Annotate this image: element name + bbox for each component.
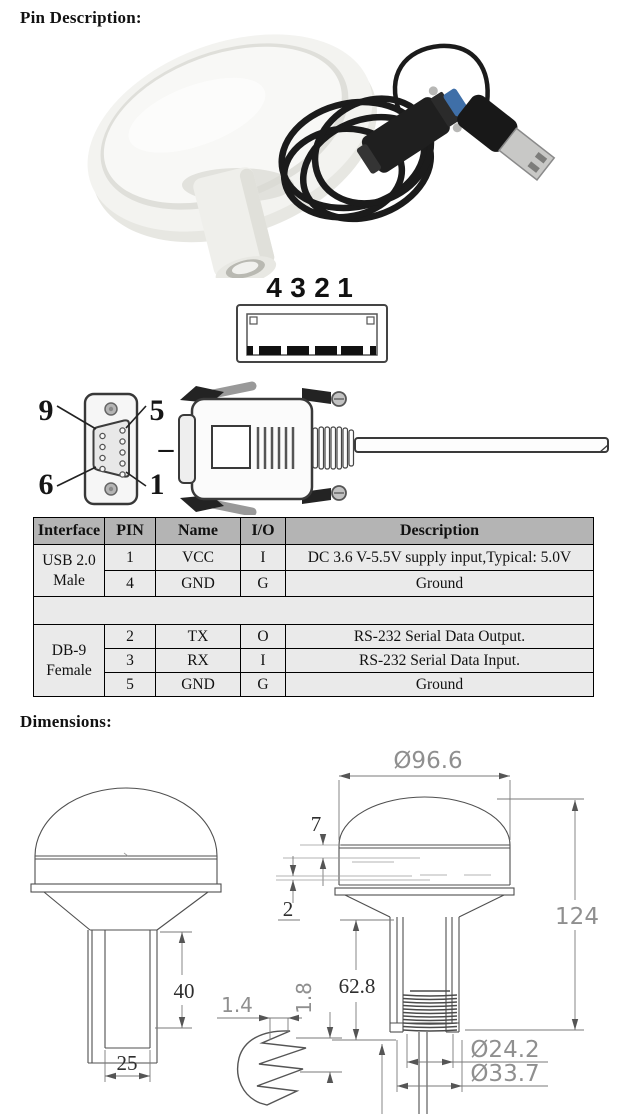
interface-db9-cell: DB-9 Female bbox=[33, 624, 105, 697]
name-cell: GND bbox=[155, 570, 241, 597]
dim-thread-diameter-label: Ø24.2 bbox=[470, 1037, 539, 1063]
pin-cell: 3 bbox=[104, 648, 156, 673]
usb-pin-3-label: 3 bbox=[290, 272, 306, 303]
usb-pin-1-label: 1 bbox=[337, 272, 353, 303]
pin-cell: 4 bbox=[104, 570, 156, 597]
description-cell: RS-232 Serial Data Input. bbox=[285, 648, 594, 673]
dim-total-height-label: 124 bbox=[555, 904, 599, 930]
db9-grip-slats bbox=[256, 427, 295, 469]
col-header-description: Description bbox=[285, 517, 594, 545]
table-separator-row bbox=[33, 596, 594, 625]
dim-band-offset-label: 7 bbox=[311, 812, 322, 836]
dimensions-heading: Dimensions: bbox=[20, 712, 112, 731]
table-row: USB 2.0 Male 1 VCC I DC 3.6 V-5.5V suppl… bbox=[33, 544, 594, 597]
db9-pin6-label: 6 bbox=[39, 468, 54, 501]
name-cell: TX bbox=[155, 624, 241, 649]
db9-connector-photo bbox=[356, 86, 468, 174]
io-cell: G bbox=[240, 672, 286, 697]
name-cell: RX bbox=[155, 648, 241, 673]
col-header-name: Name bbox=[155, 517, 241, 545]
usb-receptacle-outline bbox=[236, 304, 388, 363]
pin-cell: 2 bbox=[104, 624, 156, 649]
table-row: DB-9 Female 2 TX O RS-232 Serial Data Ou… bbox=[33, 624, 594, 697]
col-header-io: I/O bbox=[240, 517, 286, 545]
table-header-row: Interface PIN Name I/O Description bbox=[33, 517, 594, 545]
pin-description-heading: Pin Description: bbox=[20, 8, 142, 27]
db9-pin-holes bbox=[99, 427, 126, 478]
io-cell: I bbox=[240, 648, 286, 673]
table-row: 4 GND G Ground bbox=[34, 570, 594, 597]
usb-pinout-figure: 4 3 2 1 bbox=[236, 272, 388, 363]
io-cell: I bbox=[240, 544, 286, 571]
pin-cell: 5 bbox=[104, 672, 156, 697]
antenna-stem bbox=[193, 167, 277, 278]
description-cell: Ground bbox=[285, 570, 594, 597]
description-cell: DC 3.6 V-5.5V supply input,Typical: 5.0V bbox=[285, 544, 594, 571]
thread-detail: 1.4 1.8 bbox=[217, 982, 342, 1106]
description-cell: RS-232 Serial Data Output. bbox=[285, 624, 594, 649]
name-cell: GND bbox=[155, 672, 241, 697]
col-header-interface: Interface bbox=[33, 517, 105, 545]
name-cell: VCC bbox=[155, 544, 241, 571]
col-header-pin: PIN bbox=[104, 517, 156, 545]
db9-connector-figure: 9 5 6 1 – bbox=[39, 381, 609, 515]
table-row: 5 GND G Ground bbox=[34, 672, 594, 697]
table-row: 3 RX I RS-232 Serial Data Input. bbox=[34, 648, 594, 673]
usb-contact-pads bbox=[247, 346, 376, 355]
cable-strain-relief bbox=[312, 426, 355, 470]
description-cell: Ground bbox=[285, 672, 594, 697]
db9-leader-lines bbox=[56, 405, 147, 487]
dim-lower-height-label: 62.8 bbox=[339, 974, 376, 998]
dim-band-gap-label: 2 bbox=[283, 897, 294, 921]
dim-top-diameter-label: Ø96.6 bbox=[393, 748, 462, 774]
dimensions-drawing: 40 25 1.4 1.8 bbox=[30, 748, 599, 1114]
db9-pin5-label: 5 bbox=[150, 394, 165, 427]
db9-separator-dash: – bbox=[158, 432, 175, 465]
dim-thread-depth-label: 1.8 bbox=[292, 982, 316, 1014]
db9-pin1-label: 1 bbox=[150, 468, 165, 501]
pin-table: Interface PIN Name I/O Description USB 2… bbox=[33, 517, 594, 697]
thread-lines bbox=[402, 990, 458, 1032]
usb-pin-numbers: 4 3 2 1 bbox=[266, 272, 353, 303]
io-cell: G bbox=[240, 570, 286, 597]
product-photo bbox=[87, 34, 556, 278]
dim-thread-pitch-label: 1.4 bbox=[221, 993, 253, 1017]
db9-pin9-label: 9 bbox=[39, 394, 54, 427]
interface-usb-cell: USB 2.0 Male bbox=[33, 544, 105, 597]
separator-cell bbox=[33, 596, 594, 625]
side-view-outline bbox=[30, 787, 222, 1064]
db9-side-view bbox=[178, 381, 609, 515]
dim-stem-height-label: 40 bbox=[174, 979, 195, 1003]
front-view-dimensions: Ø96.6 124 7 2 bbox=[276, 748, 599, 1114]
dim-mount-diameter-label: Ø33.7 bbox=[470, 1061, 539, 1087]
side-view-dimensions: 40 25 bbox=[104, 931, 195, 1082]
io-cell: O bbox=[240, 624, 286, 649]
front-view-outline bbox=[334, 796, 515, 1114]
usb-plug-photo bbox=[457, 94, 556, 181]
usb-pin-4-label: 4 bbox=[266, 272, 282, 303]
pin-cell: 1 bbox=[104, 544, 156, 571]
cable bbox=[354, 437, 609, 453]
usb-pin-2-label: 2 bbox=[314, 272, 330, 303]
db9-front-view: 9 5 6 1 – bbox=[39, 392, 175, 506]
dim-stem-width-label: 25 bbox=[117, 1051, 138, 1075]
